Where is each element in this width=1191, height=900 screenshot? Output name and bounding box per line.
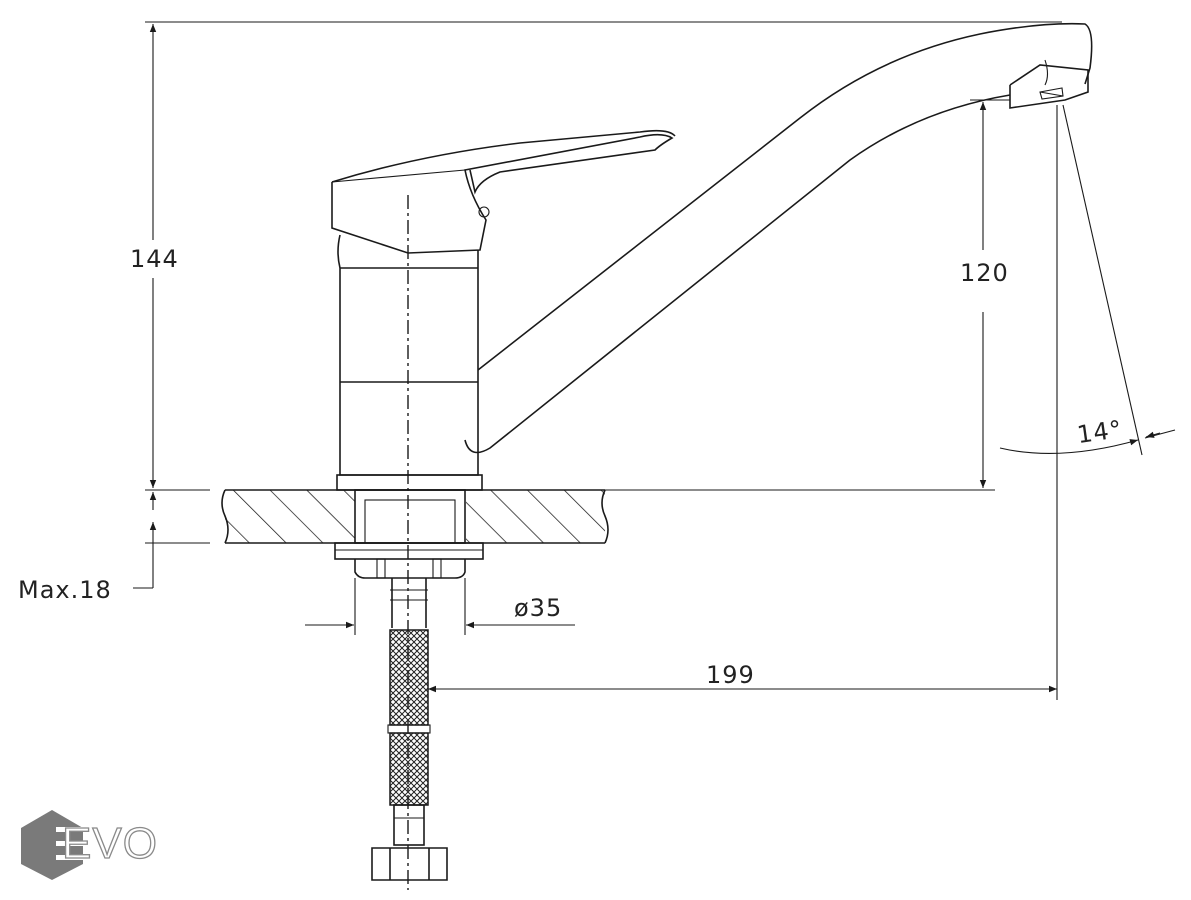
logo-text: EVO: [61, 819, 158, 868]
label-120: 120: [960, 259, 1009, 287]
angle-14-dimension: [999, 104, 1176, 456]
label-max-18: Max.18: [18, 576, 112, 604]
spout: [464, 22, 1093, 454]
evo-logo: [21, 810, 84, 880]
label-144: 144: [130, 245, 179, 273]
reach-199-dimension: [428, 105, 1058, 700]
max-18-dimension: [133, 492, 157, 589]
countertop-section: [145, 489, 995, 544]
label-199: 199: [706, 661, 755, 689]
lever-handle: [331, 129, 676, 254]
diameter-35-dimension: [305, 578, 575, 635]
label-14-degrees: 14°: [1075, 414, 1125, 450]
braided-hose: [371, 629, 448, 881]
height-120-dimension: [970, 99, 1010, 488]
faucet-body: [336, 234, 483, 491]
mounting-hardware: [334, 489, 484, 628]
label-diameter-35: ø35: [514, 594, 563, 622]
